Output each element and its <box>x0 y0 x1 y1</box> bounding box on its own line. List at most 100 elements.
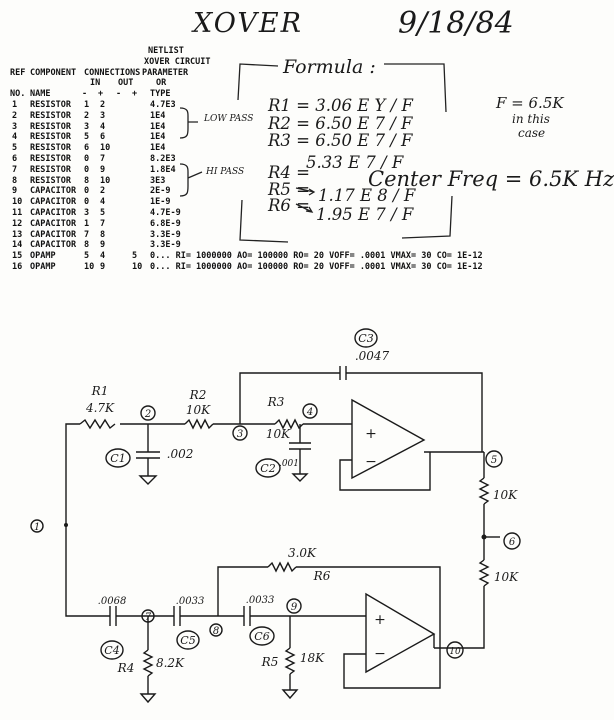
formula-r2: R2 = 6.50 E 7 / F <box>268 114 413 133</box>
c3-label: C3 <box>358 332 373 345</box>
netlist-cell-no: 15 <box>12 251 23 262</box>
netlist-cell-a: 6 <box>84 143 90 154</box>
capacitor-c2 <box>289 442 311 450</box>
col-in: IN <box>90 78 101 89</box>
netlist-cell-a: 8 <box>84 240 90 251</box>
netlist-cell-a: 8 <box>84 175 90 186</box>
r5-value: 18K <box>300 651 325 665</box>
netlist-cell-b: 5 <box>100 207 106 218</box>
node-2-circle <box>140 405 156 421</box>
netlist-cell-no: 1 <box>12 99 18 110</box>
in-this-note: in this <box>512 112 550 126</box>
wire-in-bottom <box>65 525 110 617</box>
drawing-date: 9/18/84 <box>398 6 514 41</box>
netlist-cell-a: 3 <box>84 121 90 132</box>
formula-r6-value: 1.95 E 7 / F <box>316 205 414 224</box>
c3-value: .0047 <box>355 349 390 363</box>
r1-label: R1 <box>91 384 109 398</box>
netlist-cell-param: 4.7E-9 <box>150 207 181 218</box>
c5-circle <box>176 630 200 650</box>
c3-circle <box>354 328 378 348</box>
netlist-cell-b: 3 <box>100 110 106 121</box>
netlist-cell-param: 0... RI= 1000000 AO= 100000 RO= 20 VOFF=… <box>150 251 483 262</box>
netlist-cell-name: CAPACITOR <box>30 240 77 251</box>
netlist-cell-a: 3 <box>84 207 90 218</box>
netlist-cell-b: 8 <box>100 229 106 240</box>
ground-c2 <box>291 473 309 482</box>
netlist-cell-no: 5 <box>12 143 18 154</box>
netlist-cell-no: 11 <box>12 207 23 218</box>
resistor-r2 <box>184 418 214 430</box>
resistor-r3 <box>274 418 304 430</box>
netlist-cell-name: CAPACITOR <box>30 197 77 208</box>
low-pass-label: LOW PASS <box>204 114 254 124</box>
junction-node1 <box>64 523 68 527</box>
ground-r4 <box>139 693 157 704</box>
netlist-cell-param: 3.3E-9 <box>150 229 181 240</box>
ground-c1 <box>138 475 158 485</box>
c1-circle <box>105 448 131 468</box>
formula-r4: R4 = <box>268 163 310 182</box>
c6-label: C6 <box>254 630 269 643</box>
netlist-cell-b: 9 <box>100 261 106 272</box>
c4-circle <box>100 640 124 660</box>
wire-r6-right <box>296 566 441 648</box>
node-7-circle <box>141 609 155 623</box>
col-type: TYPE <box>150 89 171 100</box>
junction-node6 <box>481 534 487 540</box>
r4-value: 8.2K <box>156 656 185 670</box>
netlist-cell-b: 10 <box>100 175 111 186</box>
r-out1-value: 10K <box>493 488 518 502</box>
netlist-cell-a: 0 <box>84 186 90 197</box>
node-6-label: 6 <box>509 537 516 548</box>
r3-label: R3 <box>267 395 285 409</box>
netlist-cell-name: RESISTOR <box>30 132 71 143</box>
netlist-cell-no: 8 <box>12 175 18 186</box>
node-4-label: 4 <box>306 407 313 418</box>
netlist-cell-no: 6 <box>12 153 18 164</box>
netlist-cell-name: CAPACITOR <box>30 186 77 197</box>
col-plus-out: + <box>132 89 138 100</box>
col-plus-in: + <box>98 89 104 100</box>
netlist-cell-param: 4.7E3 <box>150 99 176 110</box>
netlist-cell-name: RESISTOR <box>30 153 71 164</box>
formula-frame-right <box>384 63 453 239</box>
low-pass-brace <box>179 107 198 139</box>
wire-in-top <box>65 423 80 525</box>
netlist-cell-b: 9 <box>100 164 106 175</box>
netlist-cell-a: 2 <box>84 110 90 121</box>
netlist-cell-param: 3E3 <box>150 175 166 186</box>
node-7-label: 7 <box>145 612 152 623</box>
netlist-cell-no: 4 <box>12 132 18 143</box>
netlist-cell-name: CAPACITOR <box>30 207 77 218</box>
opamp-2 <box>365 592 436 674</box>
netlist-subheading: XOVER CIRCUIT <box>144 56 211 67</box>
resistor-out-1 <box>478 477 490 505</box>
netlist-cell-b: 4 <box>100 121 106 132</box>
case-note: case <box>518 126 546 140</box>
ground-r5 <box>281 689 299 700</box>
r3-value: 10K <box>266 427 291 441</box>
netlist-table: NETLIST XOVER CIRCUIT REF COMPONENT CONN… <box>8 46 483 273</box>
netlist-cell-b: 7 <box>100 153 106 164</box>
c4-value: .0068 <box>98 596 127 607</box>
netlist-cell-b: 4 <box>100 197 106 208</box>
netlist-cell-name: RESISTOR <box>30 164 71 175</box>
netlist-cell-no: 9 <box>12 186 18 197</box>
node-3-circle <box>232 425 248 441</box>
drawing-title: XOVER <box>193 8 303 39</box>
formula-heading: Formula : <box>283 56 376 78</box>
netlist-cell-name: RESISTOR <box>30 143 71 154</box>
r6-arrow <box>295 203 314 213</box>
netlist-cell-no: 13 <box>12 229 23 240</box>
c6-value: .0033 <box>246 595 275 606</box>
netlist-cell-param: 1E4 <box>150 110 166 121</box>
node-9-circle <box>286 598 302 614</box>
